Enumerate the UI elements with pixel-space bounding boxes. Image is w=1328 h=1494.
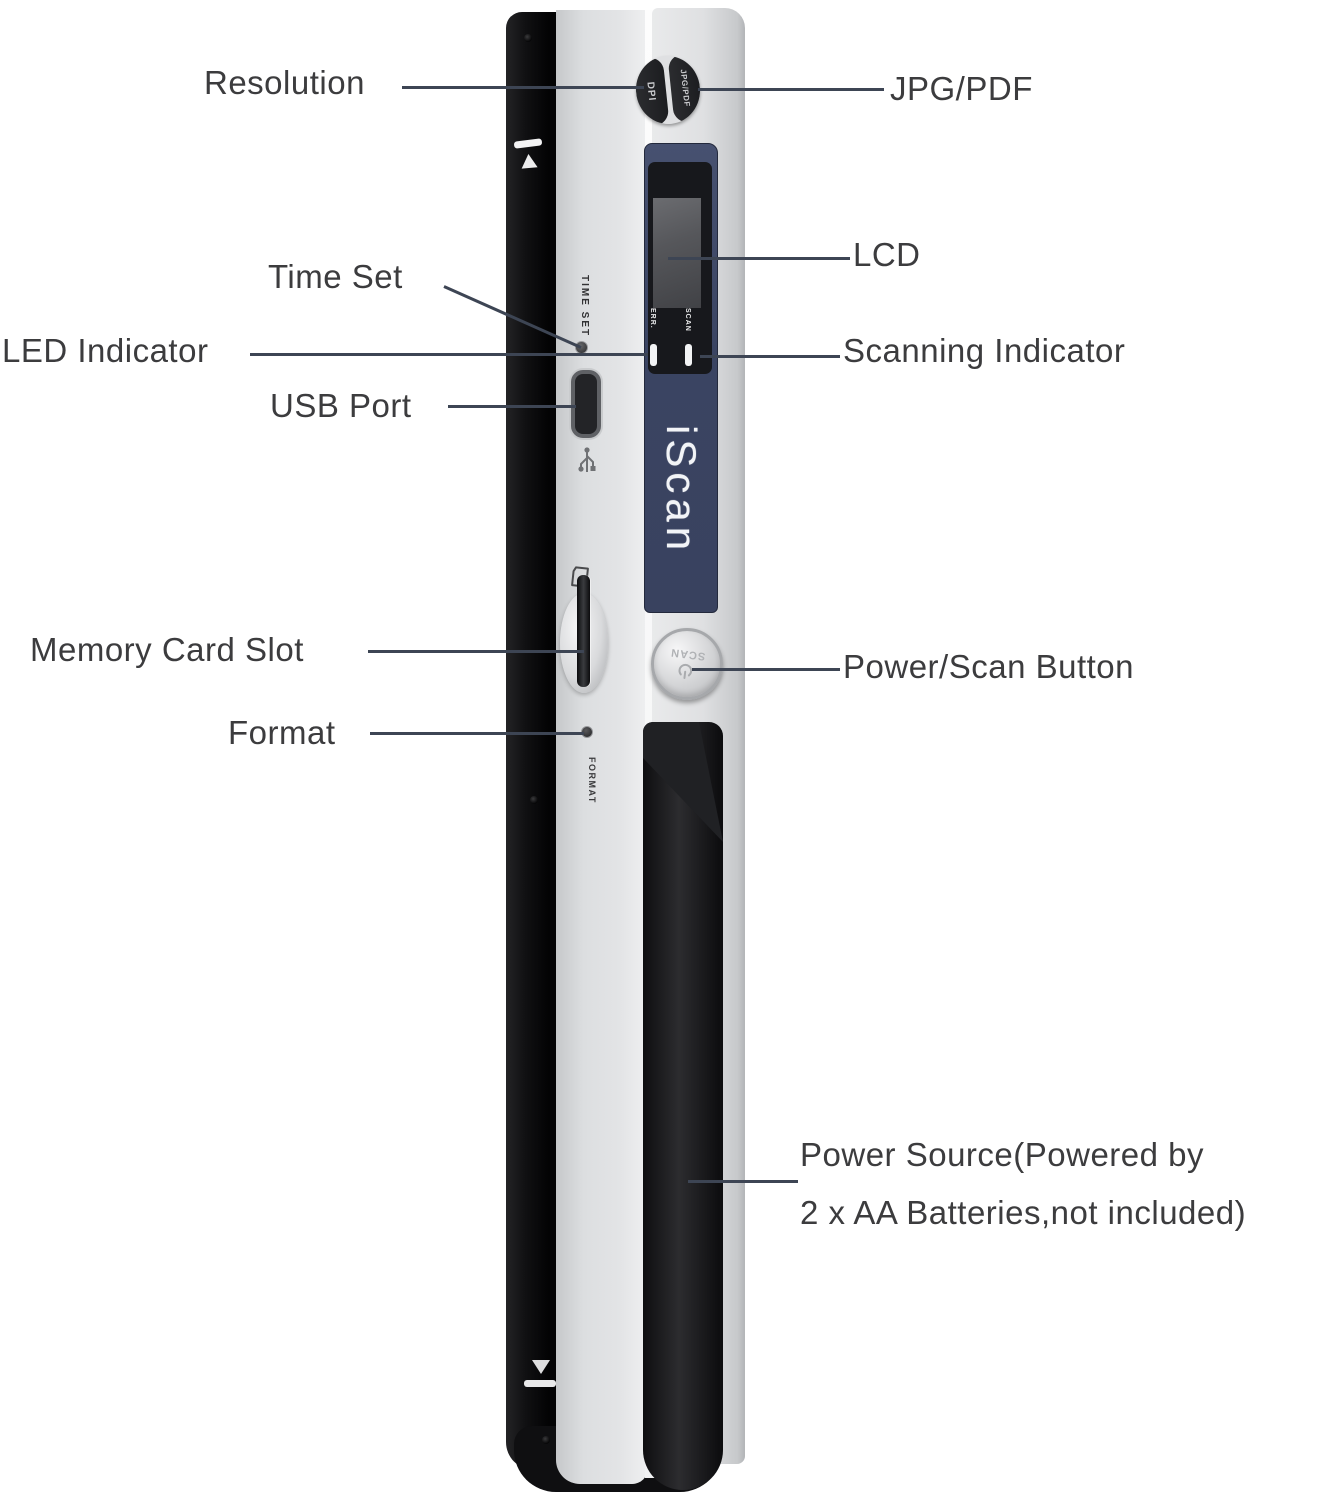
callout-line-lcd [668,257,850,260]
scan-direction-bar-bottom [524,1380,556,1387]
callout-memory-card-slot: Memory Card Slot [30,631,304,668]
callout-line-usb-port [448,405,576,408]
callout-line-format [370,732,584,735]
battery-handle [643,722,723,1490]
usb-port-slot [571,370,601,438]
callout-scanning-indicator: Scanning Indicator [843,332,1126,369]
callout-line-memory-card-slot [368,650,584,653]
callout-lcd: LCD [853,236,921,273]
callout-time-set: Time Set [268,258,403,295]
screw-icon [524,34,532,42]
callout-line-jpg-pdf [698,88,884,91]
lcd-screen [653,198,701,308]
iscan-portable-scanner: TIME SET FORMAT DPI JPG/PDF [506,8,745,1494]
callout-power-source-line2: 2 x AA Batteries,not included) [800,1194,1247,1231]
callout-led-indicator: LED Indicator [2,332,209,369]
power-scan-button: SCAN [651,628,723,700]
memory-card-slot-opening [577,575,590,687]
usb-icon [578,447,596,472]
err-led-marking: ERR. [649,308,656,329]
power-button-scan-label: SCAN [670,645,707,663]
device-side-face [556,10,648,1484]
scan-indicator-bar [685,344,692,366]
scan-led-marking: SCAN [684,308,691,332]
callout-line-led-indicator [250,353,648,356]
err-indicator-bar [650,344,657,366]
format-marking: FORMAT [587,756,597,804]
callout-usb-port: USB Port [270,387,412,424]
time-set-marking: TIME SET [579,274,590,338]
power-scan-button-face: SCAN [668,645,707,682]
callout-resolution: Resolution [204,64,365,101]
jpg-pdf-button-label: JPG/PDF [678,68,692,108]
device-back-strip [506,12,556,1470]
callout-jpg-pdf: JPG/PDF [890,70,1033,107]
callout-format: Format [228,714,336,751]
callout-line-power-scan-button [692,668,840,671]
callout-line-scanning-indicator [700,355,840,358]
callout-power-scan-button: Power/Scan Button [843,648,1134,685]
arrow-down-icon [532,1360,550,1374]
brand-logo: iScan [658,425,705,556]
screw-icon [530,796,538,804]
dpi-button-label: DPI [644,81,658,103]
brand-area: iScan [644,388,718,593]
arrow-up-icon [520,153,538,169]
callout-line-resolution [402,86,644,89]
callout-line-power-source [688,1180,798,1183]
power-icon [679,663,693,680]
callout-power-source-line1: Power Source(Powered by [800,1136,1205,1173]
screw-icon [542,1436,550,1444]
callout-power-source: Power Source(Powered by 2 x AA Batteries… [800,1126,1246,1242]
handle-bevel [643,722,723,842]
